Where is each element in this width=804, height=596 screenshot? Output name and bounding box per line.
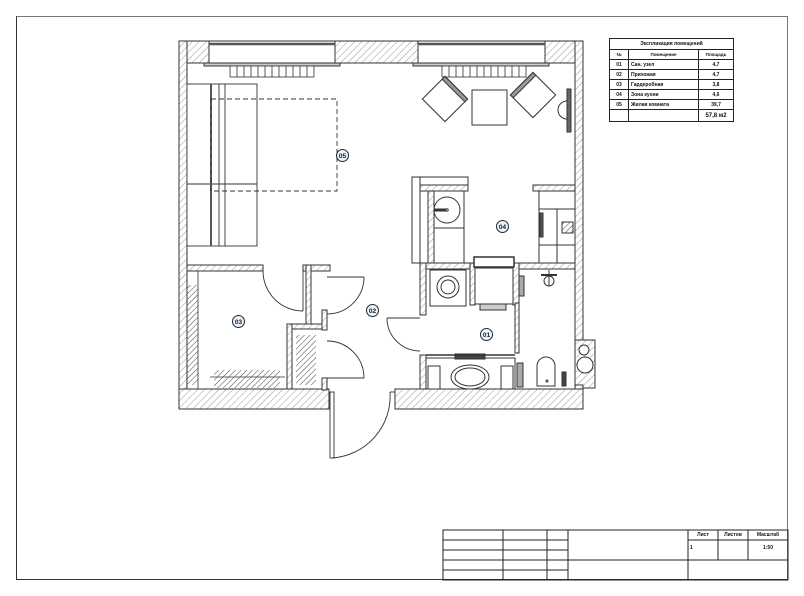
armchairs (421, 71, 557, 126)
doors (262, 270, 421, 459)
kitchen-counter-left (411, 176, 469, 264)
row-number: 03 (609, 79, 629, 90)
row-number: 05 (609, 99, 629, 110)
schedule-title: Экспликация помещений (609, 38, 734, 50)
header-number: № (609, 49, 629, 60)
sheet-label: Лист (697, 532, 709, 538)
scale-value: 1:50 (762, 545, 773, 551)
row-room: Жилая комната (628, 99, 699, 110)
total-empty-cell (609, 109, 629, 122)
row-room: Прихожая (628, 69, 699, 80)
sheet-value: 1 (690, 545, 693, 551)
table-row: 05 Жилая комната 39,7 (609, 99, 734, 110)
sheets-label: Листов (724, 532, 742, 538)
tv (557, 88, 572, 133)
row-number: 01 (609, 59, 629, 70)
header-area: Площадь (698, 49, 734, 60)
row-number: 02 (609, 69, 629, 80)
bathroom-fixtures (425, 256, 567, 390)
room-tag-05: 05 (336, 149, 349, 162)
row-room: Гардеробная (628, 79, 699, 90)
row-room: Зона кухни (628, 89, 699, 100)
title-block (442, 529, 789, 581)
row-number: 04 (609, 89, 629, 100)
total-empty-cell (628, 109, 699, 122)
scale-label: Масштаб (756, 532, 780, 538)
row-area: 3,8 (698, 79, 734, 90)
kitchen-counter-right (538, 190, 576, 264)
table-row: 01 Сан. узел 4,7 (609, 59, 734, 70)
radiators (229, 65, 527, 78)
rug-outline (210, 98, 338, 192)
windows (203, 40, 550, 67)
total-area: 57,8 м2 (698, 109, 734, 122)
sofa (186, 83, 258, 247)
table-total-row: 57,8 м2 (609, 109, 734, 122)
coffee-table (471, 89, 508, 126)
row-area: 39,7 (698, 99, 734, 110)
drawing-frame (16, 16, 788, 580)
row-room: Сан. узел (628, 59, 699, 70)
room-tag-03: 03 (232, 315, 245, 328)
table-row: 04 Зона кухни 4,6 (609, 89, 734, 100)
row-area: 4,6 (698, 89, 734, 100)
table-row: 02 Прихожая 4,7 (609, 69, 734, 80)
row-area: 4,7 (698, 59, 734, 70)
risers (576, 344, 594, 374)
header-room: Помещение (628, 49, 699, 60)
table-row: 03 Гардеробная 3,8 (609, 79, 734, 90)
room-tag-04: 04 (496, 220, 509, 233)
room-tag-02: 02 (366, 304, 379, 317)
row-area: 4,7 (698, 69, 734, 80)
room-schedule-table: Экспликация помещений № Помещение Площад… (609, 38, 734, 122)
room-tag-01: 01 (480, 328, 493, 341)
wardrobe-shelves (187, 271, 316, 389)
